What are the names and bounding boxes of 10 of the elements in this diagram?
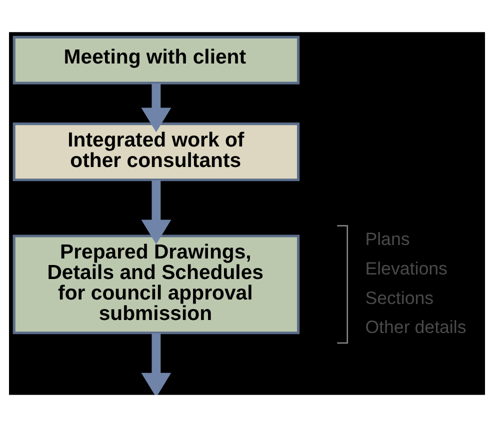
arrow xyxy=(140,332,171,394)
node-label: Plans xyxy=(364,228,410,249)
node-box: Meeting with client xyxy=(12,35,300,84)
node-label: Other details xyxy=(364,316,466,337)
node-label: Elevations xyxy=(364,258,447,278)
arrow xyxy=(140,180,171,244)
node-box: Integrated work of other consultants xyxy=(12,122,300,181)
node-box: Prepared Drawings, Details and Schedules for council approval submission xyxy=(12,234,300,334)
node-label: Sections xyxy=(364,287,434,308)
arrow xyxy=(140,82,171,132)
